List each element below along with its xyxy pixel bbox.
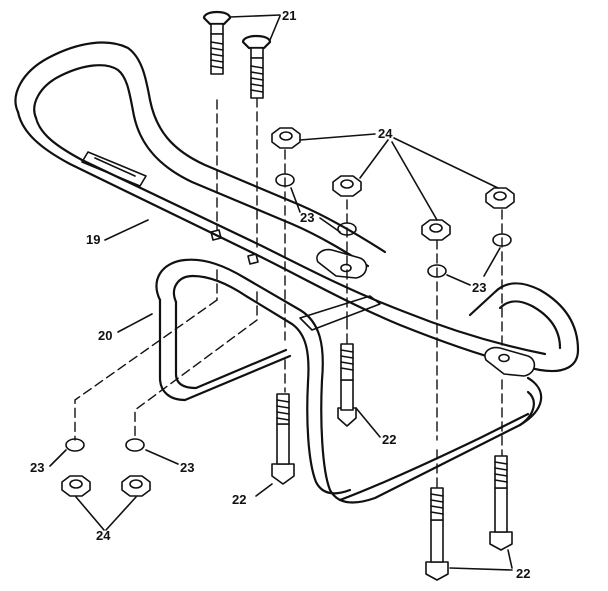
hex-nut-1 [271,127,301,149]
leader-lines [49,14,513,571]
label-21: 21 [282,8,296,23]
hex-nut-4 [485,187,515,209]
hex-nut-6 [121,475,151,497]
shoulder-bolt-22-c [425,487,449,581]
upper-frame-19 [14,41,580,377]
hex-nuts-24 [61,127,515,497]
carriage-bolt-21-left [202,10,232,75]
lower-frame-20 [155,258,543,504]
hex-nut-5 [61,475,91,497]
label-23-b: 23 [472,280,486,295]
hex-nut-3 [421,219,451,241]
label-23-d: 23 [180,460,194,475]
shoulder-bolt-22-d [489,455,513,551]
label-22-c: 22 [516,566,530,581]
lock-washers-23 [65,173,512,452]
label-19: 19 [86,232,100,247]
shoulder-bolt-22-a [337,343,357,427]
shoulder-bolt-22-b [271,393,295,485]
label-22-b: 22 [232,492,246,507]
carriage-bolt-21-right [241,34,272,99]
label-23-c: 23 [30,460,44,475]
label-24-top: 24 [378,126,393,141]
alignment-lines [74,97,503,489]
hex-nut-2 [332,175,362,197]
label-22-a: 22 [382,432,396,447]
label-20: 20 [98,328,112,343]
callout-labels: 21 24 23 23 19 20 22 23 23 22 24 22 [30,8,530,581]
label-24-bottom: 24 [96,528,111,543]
label-23-a: 23 [300,210,314,225]
